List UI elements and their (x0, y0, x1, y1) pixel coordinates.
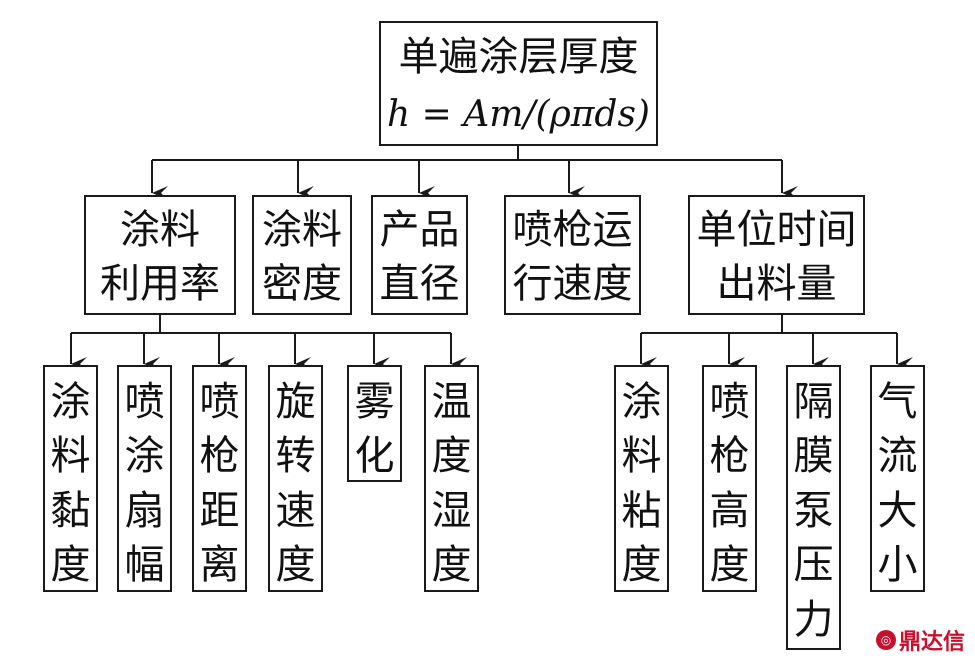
node-label: 单位时间 出料量 (696, 207, 857, 308)
node-label: 气 流 大 小 (877, 379, 918, 589)
node-product-diameter: 产品 直径 (371, 195, 468, 315)
node-label: 旋 转 速 度 (275, 379, 316, 589)
root-node: 单遍涂层厚度 h = Am/(ρπds) (379, 21, 658, 146)
node-label: 温 度 湿 度 (431, 379, 472, 589)
node-label: 喷 涂 扇 幅 (124, 379, 165, 589)
node-label: 涂 料 黏 度 (50, 379, 91, 589)
node-gun-height: 喷 枪 高 度 (702, 365, 757, 592)
watermark-text: 鼎达信 (898, 630, 965, 655)
root-formula: h = Am/(ρπds) (387, 94, 650, 135)
node-gun-distance: 喷 枪 距 离 (192, 365, 247, 592)
node-atomization: 雾 化 (347, 365, 402, 482)
node-rotation-speed: 旋 转 速 度 (268, 365, 323, 592)
node-diaphragm-pump-pressure: 隔 膜 泵 压 力 (786, 365, 841, 650)
node-gun-speed: 喷枪运 行速度 (504, 195, 641, 315)
node-label: 涂 料 粘 度 (621, 379, 662, 589)
node-label: 涂料 密度 (262, 207, 342, 308)
node-airflow-size: 气 流 大 小 (870, 365, 925, 592)
node-label: 喷 枪 高 度 (709, 379, 750, 589)
node-label: 喷枪运 行速度 (512, 207, 633, 308)
node-label: 涂料 利用率 (100, 207, 220, 308)
node-label: 隔 膜 泵 压 力 (793, 379, 834, 643)
node-spray-fan-width: 喷 涂 扇 幅 (117, 365, 172, 592)
node-coating-utilization: 涂料 利用率 (84, 195, 236, 315)
node-unit-output: 单位时间 出料量 (688, 195, 865, 315)
watermark: ◎ 鼎达信 (875, 624, 965, 656)
node-coating-density: 涂料 密度 (252, 195, 352, 315)
node-label: 喷 枪 距 离 (199, 379, 240, 589)
node-coating-viscosity: 涂 料 黏 度 (43, 365, 98, 592)
root-title: 单遍涂层厚度 (398, 34, 639, 80)
node-label: 雾 化 (354, 379, 395, 480)
node-label: 产品 直径 (379, 207, 460, 308)
logo-icon: ◎ (875, 630, 896, 650)
node-temperature-humidity: 温 度 湿 度 (424, 365, 479, 592)
node-coating-viscosity-2: 涂 料 粘 度 (614, 365, 669, 592)
